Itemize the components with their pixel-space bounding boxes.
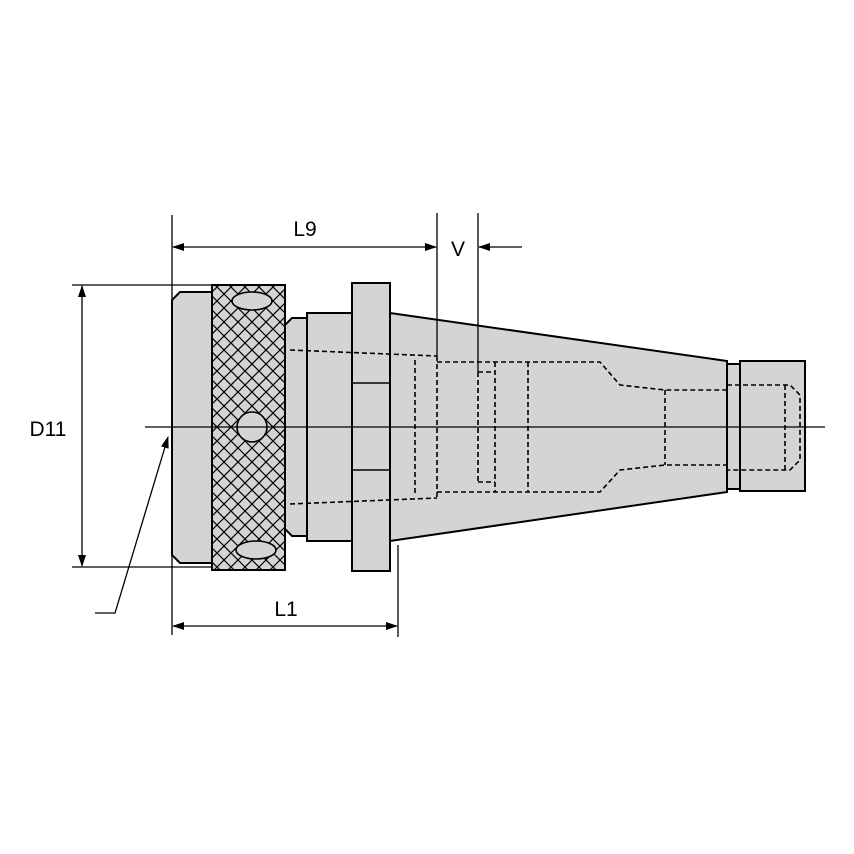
v-label: V <box>451 238 465 261</box>
l9-label: L9 <box>293 218 316 241</box>
d11-label: D11 <box>30 418 67 441</box>
reference-leader <box>95 436 169 614</box>
bottom-slot <box>235 540 277 560</box>
tail-pin <box>739 360 806 492</box>
l1-label: L1 <box>274 598 297 621</box>
top-slot <box>231 291 273 311</box>
